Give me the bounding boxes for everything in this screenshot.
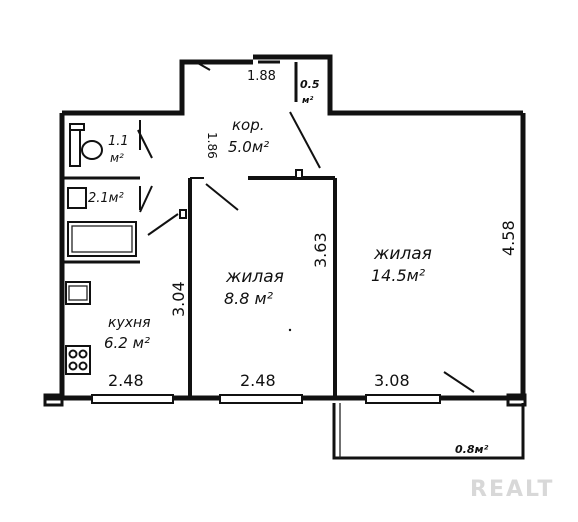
kitchen-area: 6.2 м²: [104, 334, 150, 352]
closet-area-unit: м²: [302, 96, 313, 106]
large-room-area: 14.5м²: [371, 266, 426, 285]
small-room-name: жилая: [225, 267, 284, 287]
corridor-area: 5.0м²: [228, 138, 269, 156]
balcony-area: 0.8м²: [455, 443, 488, 456]
windows: [43, 393, 527, 407]
watermark-logo: REALT: [470, 477, 554, 502]
stove: [65, 345, 91, 375]
dim-kitchen-width: 2.48: [108, 371, 144, 390]
interior-walls: [62, 60, 337, 398]
balcony: [332, 403, 525, 460]
toilet-area-number: 1.1: [108, 134, 129, 149]
dim-large-room-height: 4.58: [499, 220, 518, 256]
door-swings: [137, 61, 475, 393]
small-mark: [288, 328, 292, 332]
dim-kitchen-height: 3.04: [169, 281, 188, 317]
small-room-area: 8.8 м²: [224, 289, 274, 308]
bath-area: 2.1м²: [88, 191, 124, 206]
closet-area-number: 0.5: [300, 78, 320, 91]
dim-corridor-top: 1.88: [247, 69, 276, 84]
dim-large-room-width: 3.08: [374, 371, 410, 390]
kitchen-name: кухня: [108, 315, 151, 331]
kitchen-sink: [65, 281, 91, 305]
corridor-name: кор.: [232, 116, 265, 134]
dim-small-room-width: 2.48: [240, 371, 276, 390]
toilet-area-unit: м²: [110, 151, 124, 165]
dim-corridor-side: 1.86: [205, 132, 219, 159]
outer-walls: [45, 54, 526, 401]
toilet-fixture: [69, 123, 103, 167]
washbasin: [67, 187, 87, 209]
dim-small-room-height: 3.63: [311, 232, 330, 268]
bathtub: [67, 221, 137, 257]
large-room-name: жилая: [373, 244, 432, 264]
